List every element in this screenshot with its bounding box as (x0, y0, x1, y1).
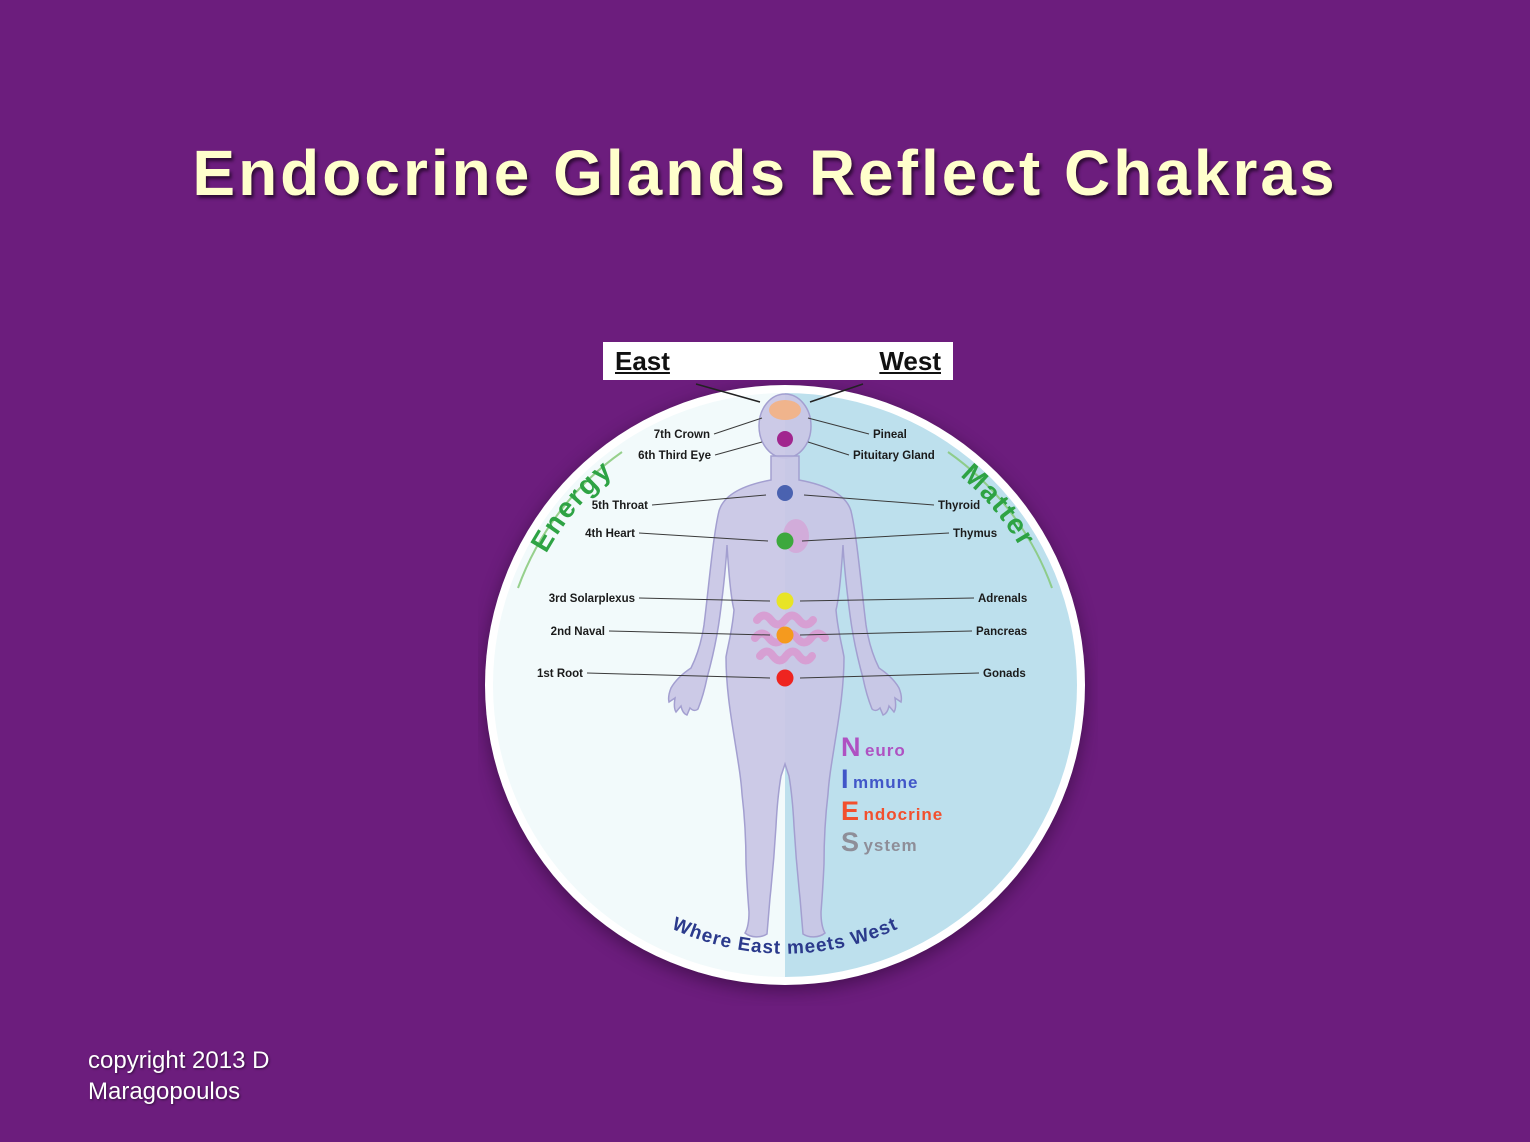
green-arc-left (517, 451, 623, 589)
east-label: East (615, 345, 670, 376)
chakra-dot-crown (769, 400, 801, 420)
connector-lines (586, 417, 980, 679)
chakra-label-4th-heart: 4th Heart (585, 528, 635, 540)
chakra-label-3rd-solarplexus: 3rd Solarplexus (549, 593, 635, 605)
gland-label-thyroid: Thyroid (938, 500, 980, 512)
west-label: West (879, 345, 941, 376)
copyright-line-1: copyright 2013 D (88, 1047, 270, 1074)
nie-line-system: S ystem (841, 827, 918, 857)
west-pointer-line (809, 383, 864, 403)
copyright-line-2: Maragopoulos (88, 1077, 241, 1105)
copyright-text: copyright 2013 D Maragopoulos (88, 1046, 269, 1107)
nie-line-endocrine: E ndocrine (841, 796, 943, 826)
gland-label-pituitary: Pituitary Gland (853, 450, 935, 462)
nie-system-block: N euro I mmune E ndocrine S ystem (841, 732, 943, 857)
chakra-dot-heart (776, 532, 794, 550)
chakra-label-6th-third-eye: 6th Third Eye (638, 450, 711, 462)
gland-label-thymus: Thymus (953, 528, 997, 540)
gland-label-pancreas: Pancreas (976, 626, 1027, 638)
nie-line-neuro: N euro (841, 732, 906, 762)
chakra-dot-throat (777, 485, 793, 501)
chakra-dot-third-eye (777, 431, 793, 447)
chakra-label-5th-throat: 5th Throat (592, 500, 648, 512)
gland-label-gonads: Gonads (983, 668, 1026, 680)
chakra-label-1st-root: 1st Root (537, 668, 583, 680)
chakra-label-7th-crown: 7th Crown (654, 429, 710, 441)
gland-label-adrenals: Adrenals (978, 593, 1027, 605)
green-arc-right (947, 451, 1053, 589)
gland-label-pineal: Pineal (873, 429, 907, 441)
chakra-dot-naval (776, 626, 794, 644)
body-outline (667, 455, 903, 938)
chakra-dot-root (776, 669, 794, 687)
east-pointer-line (695, 383, 761, 403)
chakra-diagram: East West Energy (478, 338, 1098, 1006)
nie-line-immune: I mmune (841, 764, 918, 794)
chakra-diagram-svg: Energy Matter Where East meets West (485, 383, 1085, 985)
east-west-banner: East West (603, 342, 953, 380)
page-title: Endocrine Glands Reflect Chakras (192, 137, 1338, 209)
chakra-dot-solarplexus (776, 592, 794, 610)
chakra-label-2nd-naval: 2nd Naval (551, 626, 605, 638)
